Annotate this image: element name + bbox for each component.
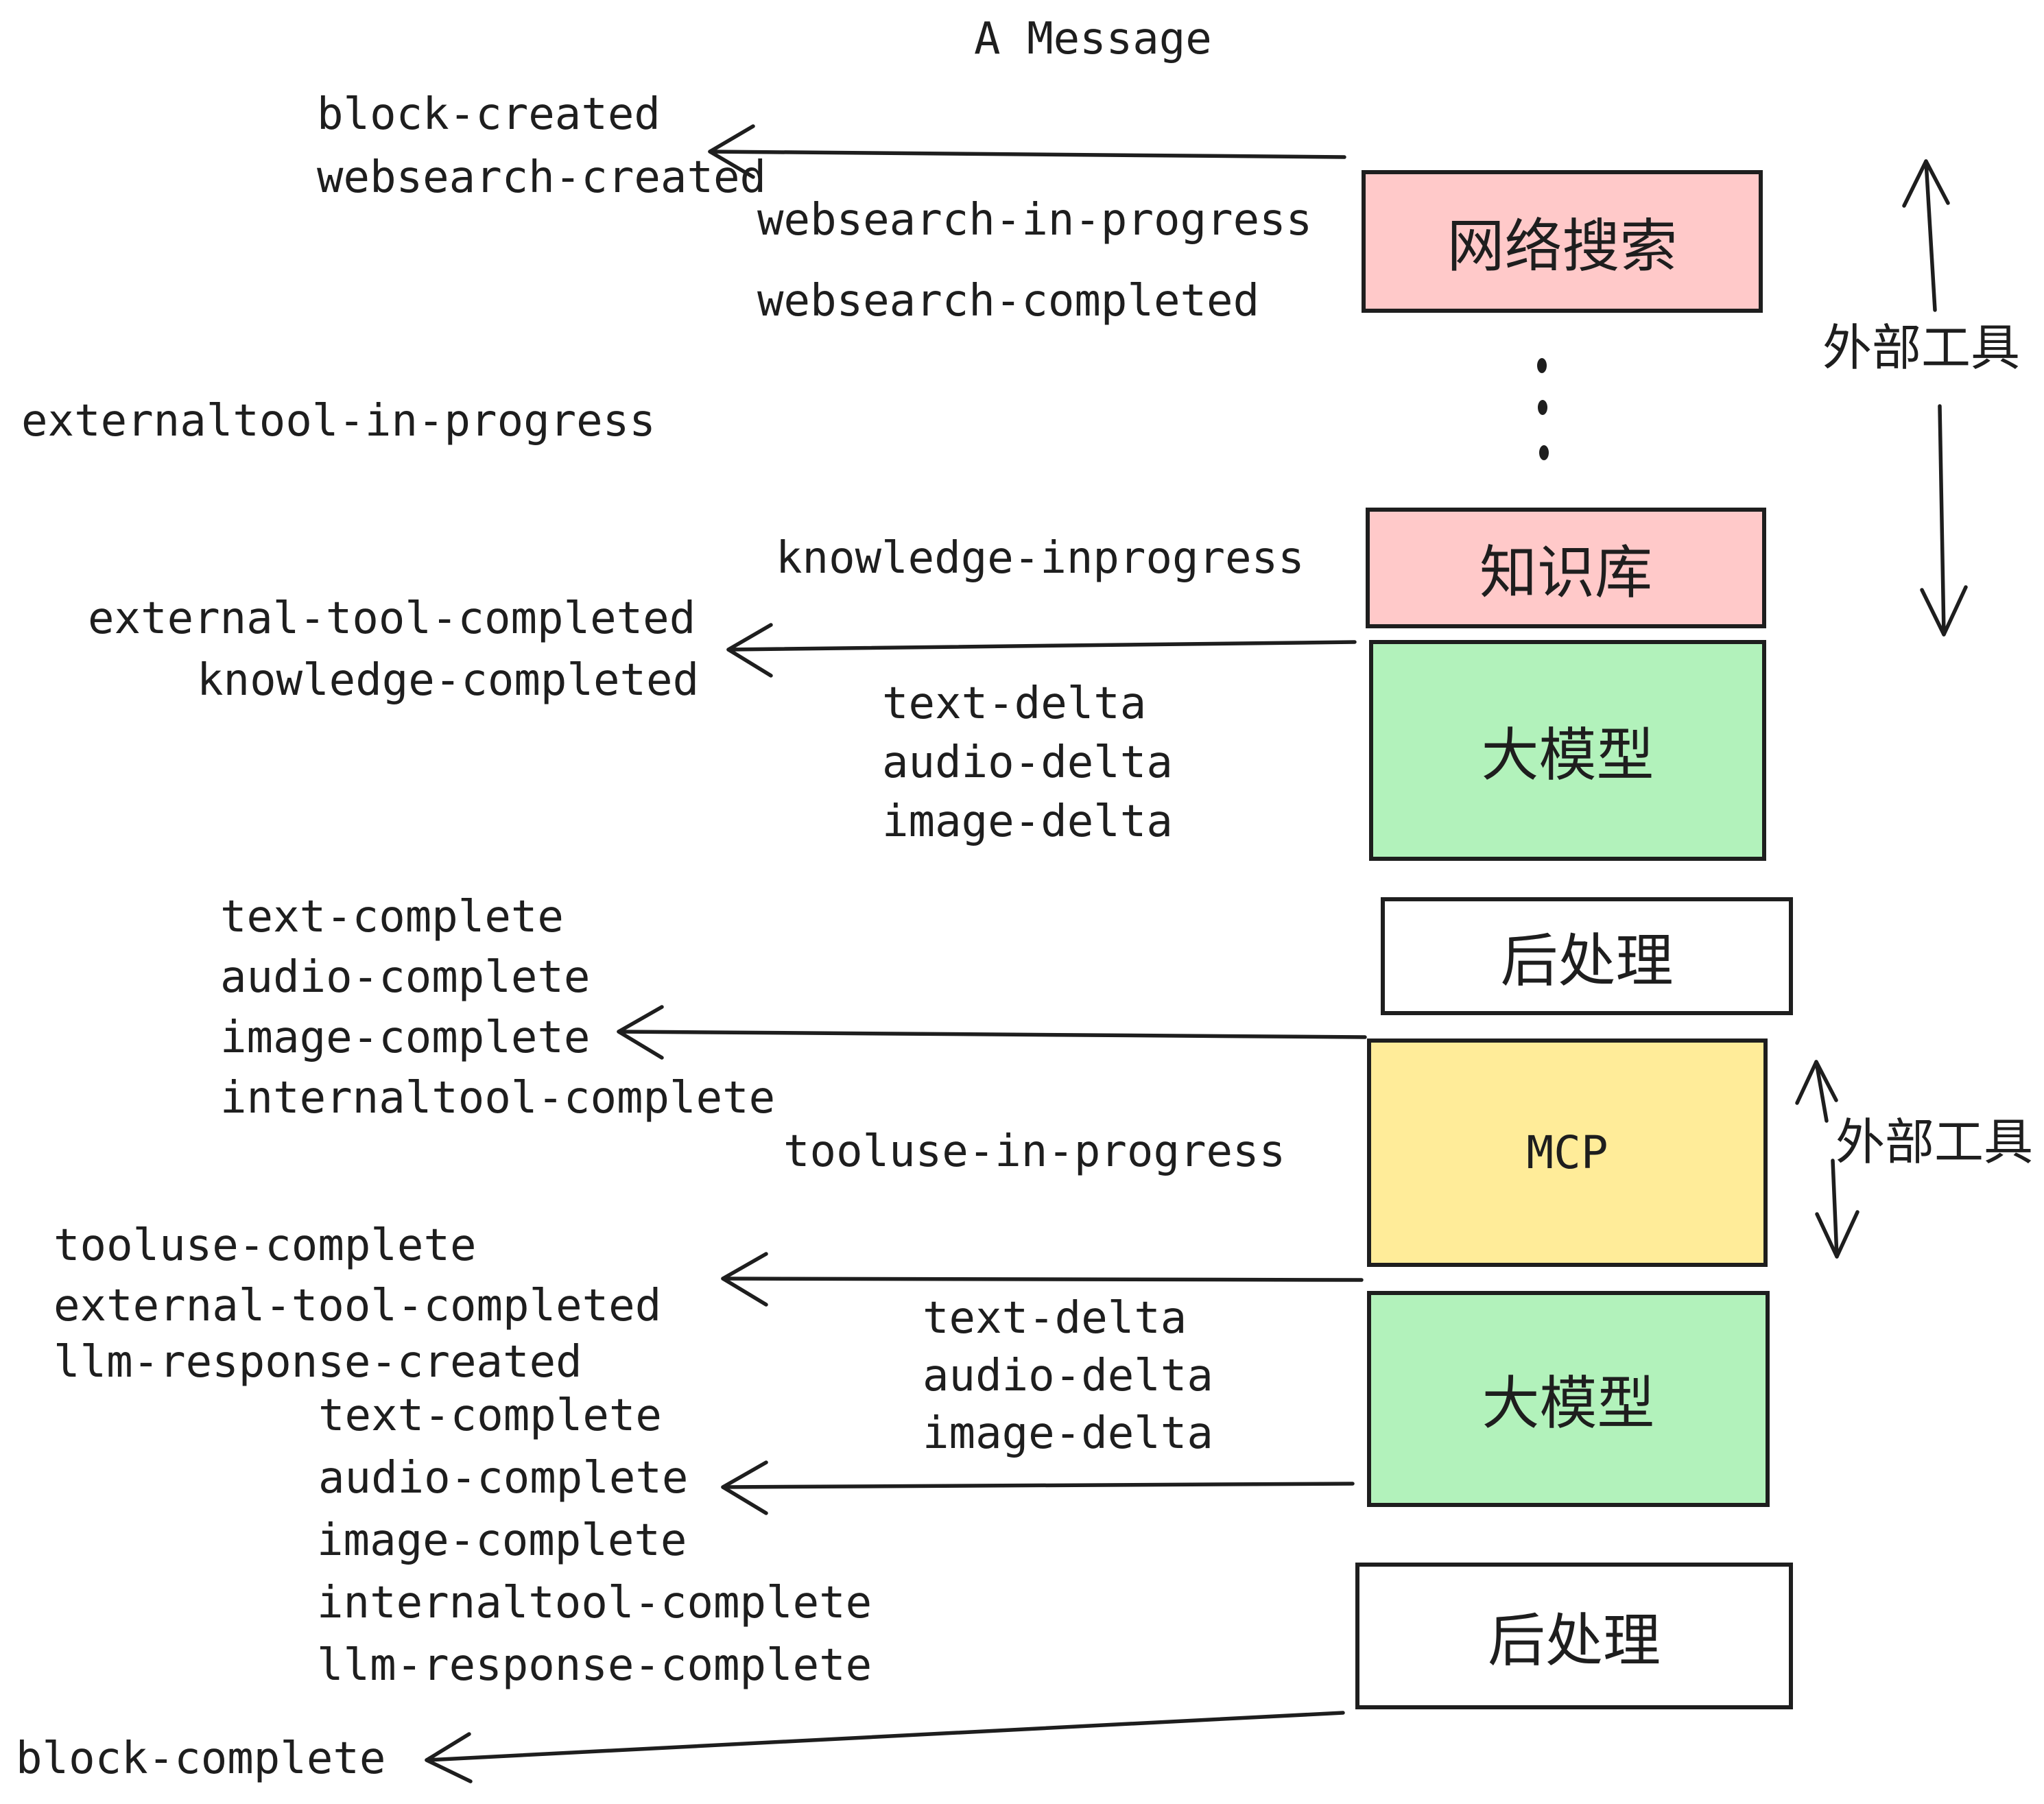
arrow-to-block-complete: [425, 1711, 1345, 1783]
event-image-delta: image-delta: [882, 796, 1173, 847]
postprocess-box-2-label: 后处理: [1487, 1608, 1661, 1673]
postprocess-box-2: 后处理: [1355, 1563, 1793, 1709]
event-image-complete: image-complete: [317, 1515, 687, 1566]
event-llm-response-created: llm-response-created: [54, 1337, 582, 1388]
external-tools-annotation-mcp: 外部工具: [1835, 1115, 2034, 1170]
event-text-complete: text-complete: [318, 1390, 662, 1441]
event-websearch-in-progress: websearch-in-progress: [757, 195, 1313, 246]
event-knowledge-completed: knowledge-completed: [197, 655, 700, 706]
event-websearch-created: websearch-created: [317, 152, 767, 203]
llm-box-2-label: 大模型: [1482, 1371, 1655, 1436]
arrow-to-knowledge-completed: [726, 623, 1357, 678]
event-text-delta: text-delta: [882, 678, 1147, 729]
arrow-to-image-complete: [617, 1005, 1367, 1060]
postprocess-box-1: 后处理: [1381, 897, 1793, 1015]
event-llm-response-complete: llm-response-complete: [317, 1640, 872, 1691]
ellipsis-dots: [1537, 358, 1549, 460]
event-tooluse-complete: tooluse-complete: [54, 1220, 477, 1271]
event-websearch-completed: websearch-completed: [757, 276, 1260, 327]
event-audio-delta: audio-delta: [923, 1351, 1213, 1401]
event-internaltool-complete: internaltool-complete: [220, 1073, 776, 1124]
event-audio-complete: audio-complete: [220, 952, 591, 1003]
llm-box-2: 大模型: [1367, 1291, 1770, 1507]
postprocess-box-1-label: 后处理: [1500, 928, 1674, 993]
mcp-box: MCP: [1367, 1039, 1768, 1267]
event-external-tool-completed: external-tool-completed: [88, 593, 696, 644]
event-text-delta: text-delta: [923, 1293, 1187, 1344]
mcp-box-label: MCP: [1526, 1126, 1608, 1179]
event-block-complete: block-complete: [16, 1733, 386, 1784]
event-audio-delta: audio-delta: [882, 737, 1173, 788]
arrow-to-block-created: [708, 124, 1346, 179]
external-tools-down-arrow-top: [1920, 404, 1968, 637]
event-knowledge-inprogress: knowledge-inprogress: [776, 533, 1305, 584]
external-tools-down-arrow-mcp: [1815, 1159, 1859, 1259]
knowledge-base-box-label: 知识库: [1479, 540, 1652, 605]
event-external-tool-completed: external-tool-completed: [54, 1281, 662, 1331]
websearch-box-label: 网络搜索: [1447, 213, 1678, 278]
arrow-to-audio-complete: [721, 1460, 1355, 1515]
event-audio-complete: audio-complete: [318, 1453, 689, 1504]
knowledge-base-box: 知识库: [1366, 508, 1766, 628]
event-block-created: block-created: [317, 89, 661, 140]
external-tools-annotation-top: 外部工具: [1822, 321, 2021, 376]
websearch-box: 网络搜索: [1362, 170, 1763, 313]
llm-box-1: 大模型: [1369, 640, 1766, 861]
event-image-complete: image-complete: [220, 1012, 591, 1063]
external-tools-up-arrow-mcp: [1795, 1060, 1838, 1123]
event-externaltool-in-progress: externaltool-in-progress: [21, 396, 656, 447]
event-text-complete: text-complete: [220, 892, 564, 942]
external-tools-up-arrow-top: [1902, 159, 1950, 312]
llm-box-1-label: 大模型: [1481, 722, 1654, 787]
event-internaltool-complete: internaltool-complete: [317, 1578, 872, 1628]
event-image-delta: image-delta: [923, 1408, 1213, 1459]
event-tooluse-in-progress: tooluse-in-progress: [783, 1126, 1286, 1177]
page-title: A Message: [974, 14, 1212, 64]
